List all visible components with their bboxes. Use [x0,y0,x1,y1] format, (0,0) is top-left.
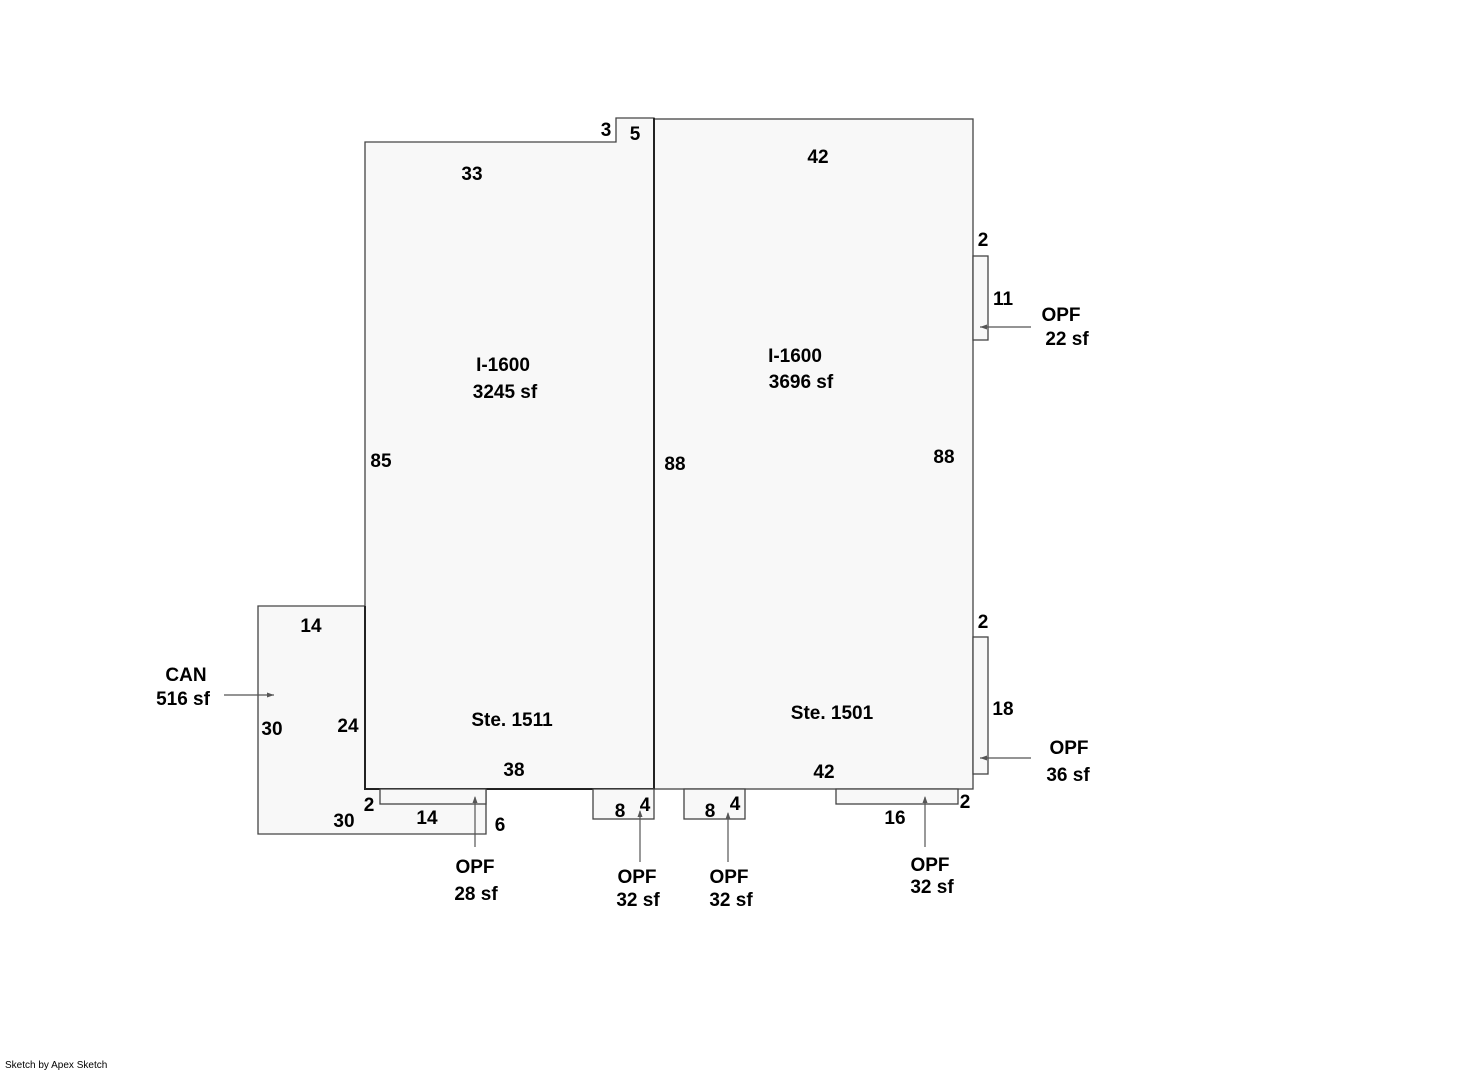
dim-label: 88 [933,447,954,468]
dim-label: 18 [992,699,1013,720]
opf-36-code: OPF [1049,738,1088,759]
dim-label: 2 [960,792,971,813]
canopy-area-label: 516 sf [156,689,211,710]
opf-28-area: 28 sf [454,884,498,905]
right-unit-code: I-1600 [768,346,822,367]
arrowhead-opf-28 [472,796,478,803]
opf-right-top [972,255,989,341]
left-unit-area-label: 3245 sf [473,382,538,403]
arrowhead-opf-22 [980,324,987,330]
left-unit-name: Ste. 1511 [471,710,553,731]
arrowhead-opf-32c [922,796,928,803]
opf-bottom-4 [835,788,959,805]
dim-label: 42 [813,762,834,783]
opf-28-code: OPF [455,857,494,878]
opf-bottom-1 [379,788,487,805]
opf-32a-area: 32 sf [616,890,660,911]
left-unit-code: I-1600 [476,355,530,376]
arrowhead-opf-32b [725,812,731,819]
opf-32c-area: 32 sf [910,877,954,898]
dim-label: 4 [640,795,651,816]
dim-label: 4 [730,794,741,815]
dim-label: 8 [705,801,716,822]
arrowhead-can [267,692,274,698]
right-unit-area [653,118,974,790]
dim-label: 8 [615,801,626,822]
dim-label: 30 [333,811,354,832]
dim-label: 6 [495,815,506,836]
right-unit-area-label: 3696 sf [769,372,834,393]
opf-right-bottom [972,636,989,775]
opf-32a-code: OPF [617,867,656,888]
right-unit-name: Ste. 1501 [791,703,874,724]
dim-label: 16 [884,808,905,829]
opf-bottom-2 [592,788,655,820]
footer-credit: Sketch by Apex Sketch [5,1060,108,1071]
dim-label: 85 [370,451,392,472]
dim-label: 14 [416,808,438,829]
arrowhead-opf-32a [637,810,643,817]
dim-label: 42 [807,147,828,168]
dim-label: 11 [993,289,1014,310]
opf-bottom-3 [683,788,746,820]
dim-label: 2 [364,795,375,816]
opf-32c-code: OPF [910,855,949,876]
opf-22-code: OPF [1041,305,1080,326]
opf-22-area: 22 sf [1045,329,1089,350]
left-unit-outline [364,606,654,790]
dim-label: 38 [503,760,524,781]
opf-32b-code: OPF [709,867,748,888]
dim-label: 33 [461,164,482,185]
dim-label: 30 [261,719,282,740]
opf-32b-area: 32 sf [709,890,753,911]
opf-36-area: 36 sf [1046,765,1090,786]
dim-label: 5 [630,124,641,145]
left-unit-area [364,117,655,790]
arrowhead-opf-36 [980,755,987,761]
dim-label: 14 [300,616,322,637]
pointer-arrows [224,324,1031,862]
dim-label: 2 [978,612,989,633]
dim-label: 2 [978,230,989,251]
dim-label: 88 [664,454,685,475]
dim-label: 3 [601,120,612,141]
dim-label: 24 [337,716,359,737]
canopy-code: CAN [165,665,206,686]
